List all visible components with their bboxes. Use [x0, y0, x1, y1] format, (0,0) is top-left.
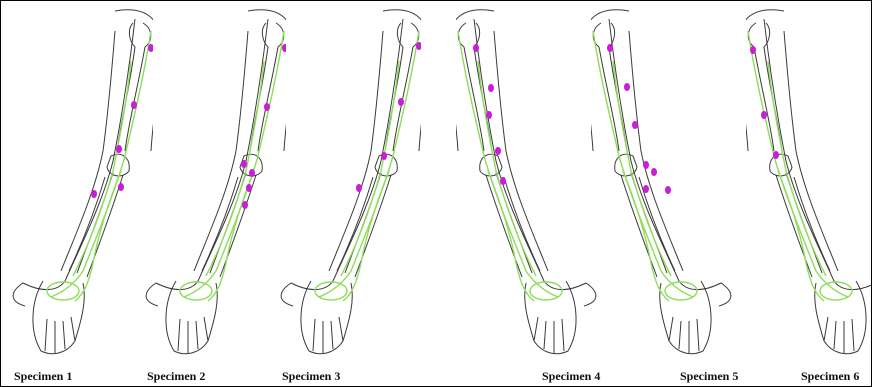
nerve-marker: [242, 201, 248, 209]
nerve-path: [319, 31, 419, 297]
arm-svg: [591, 1, 741, 367]
nerve-marker: [495, 147, 501, 155]
nerve-marker: [750, 46, 756, 54]
arm-illustration-specimen-3: [271, 1, 421, 367]
elbow-joint: [615, 154, 637, 176]
arm-illustration-specimen-5: [591, 1, 741, 367]
arm-illustration-specimen-6: [746, 1, 872, 367]
arm-outline-outer: [474, 19, 596, 306]
arm-svg: [271, 1, 421, 367]
nerve-marker: [488, 84, 494, 92]
arm-svg: [746, 1, 872, 367]
elbow-joint: [480, 154, 502, 176]
arm-illustration-specimen-1: [3, 1, 153, 367]
caption-specimen-2: Specimen 2: [147, 369, 205, 384]
caption-specimen-3: Specimen 3: [282, 369, 340, 384]
nerve-marker: [241, 160, 247, 168]
nerve-path: [778, 171, 824, 301]
humerus-bone: [748, 23, 782, 151]
arm-outline-inner: [629, 31, 683, 271]
nerve-path: [75, 171, 121, 301]
nerve-path: [458, 31, 558, 297]
arm-outline-outer: [281, 19, 403, 306]
arm-outline-outer: [146, 19, 268, 306]
nerve-marker: [473, 44, 479, 52]
nerve-path: [184, 31, 284, 297]
nerve-marker: [773, 151, 779, 159]
nerve-path: [343, 171, 389, 301]
nerve-marker: [643, 161, 649, 169]
nerve-marker: [381, 152, 387, 160]
nerve-marker: [643, 185, 649, 193]
hand-outline: [33, 281, 84, 354]
arm-illustration-specimen-4: [456, 1, 606, 367]
caption-specimen-1: Specimen 1: [14, 369, 72, 384]
nerve-marker: [356, 184, 362, 192]
nerve-path: [488, 171, 534, 301]
nerve-marker: [500, 177, 506, 185]
nerve-path: [748, 31, 848, 297]
nerve-path: [593, 31, 693, 297]
elbow-joint: [107, 154, 129, 176]
elbow-joint: [770, 154, 792, 176]
arm-outline-inner: [494, 31, 548, 271]
nerve-marker: [624, 83, 630, 91]
nerve-marker: [486, 111, 492, 119]
nerve-marker: [246, 184, 252, 192]
hand-outline: [166, 281, 217, 354]
nerve-marker: [761, 111, 767, 119]
arm-outline-inner: [194, 31, 248, 271]
arm-outline-inner: [61, 31, 115, 271]
nerve-marker: [264, 103, 270, 111]
arm-svg: [3, 1, 153, 367]
hand-outline: [525, 281, 576, 354]
nerve-marker: [249, 169, 255, 177]
arm-svg: [456, 1, 606, 367]
caption-specimen-5: Specimen 5: [680, 369, 738, 384]
nerve-marker: [651, 168, 657, 176]
nerve-marker: [607, 44, 613, 52]
arm-outline-outer: [13, 19, 135, 306]
hand-outline: [660, 281, 711, 354]
nerve-marker: [91, 190, 97, 198]
nerve-marker: [398, 98, 404, 106]
arm-outline-inner: [329, 31, 383, 271]
nerve-marker: [632, 121, 638, 129]
arm-outline-outer: [609, 19, 731, 306]
humerus-bone: [593, 23, 627, 151]
humerus-bone: [458, 23, 492, 151]
caption-specimen-6: Specimen 6: [801, 369, 859, 384]
arm-illustration-specimen-2: [136, 1, 286, 367]
humerus-bone: [385, 23, 419, 151]
hand-outline: [815, 281, 866, 354]
arm-outline-inner: [784, 31, 838, 271]
arm-svg: [136, 1, 286, 367]
caption-specimen-4: Specimen 4: [542, 369, 600, 384]
nerve-marker: [116, 145, 122, 153]
nerve-marker: [118, 183, 124, 191]
hand-outline: [301, 281, 352, 354]
nerve-marker: [665, 186, 671, 194]
